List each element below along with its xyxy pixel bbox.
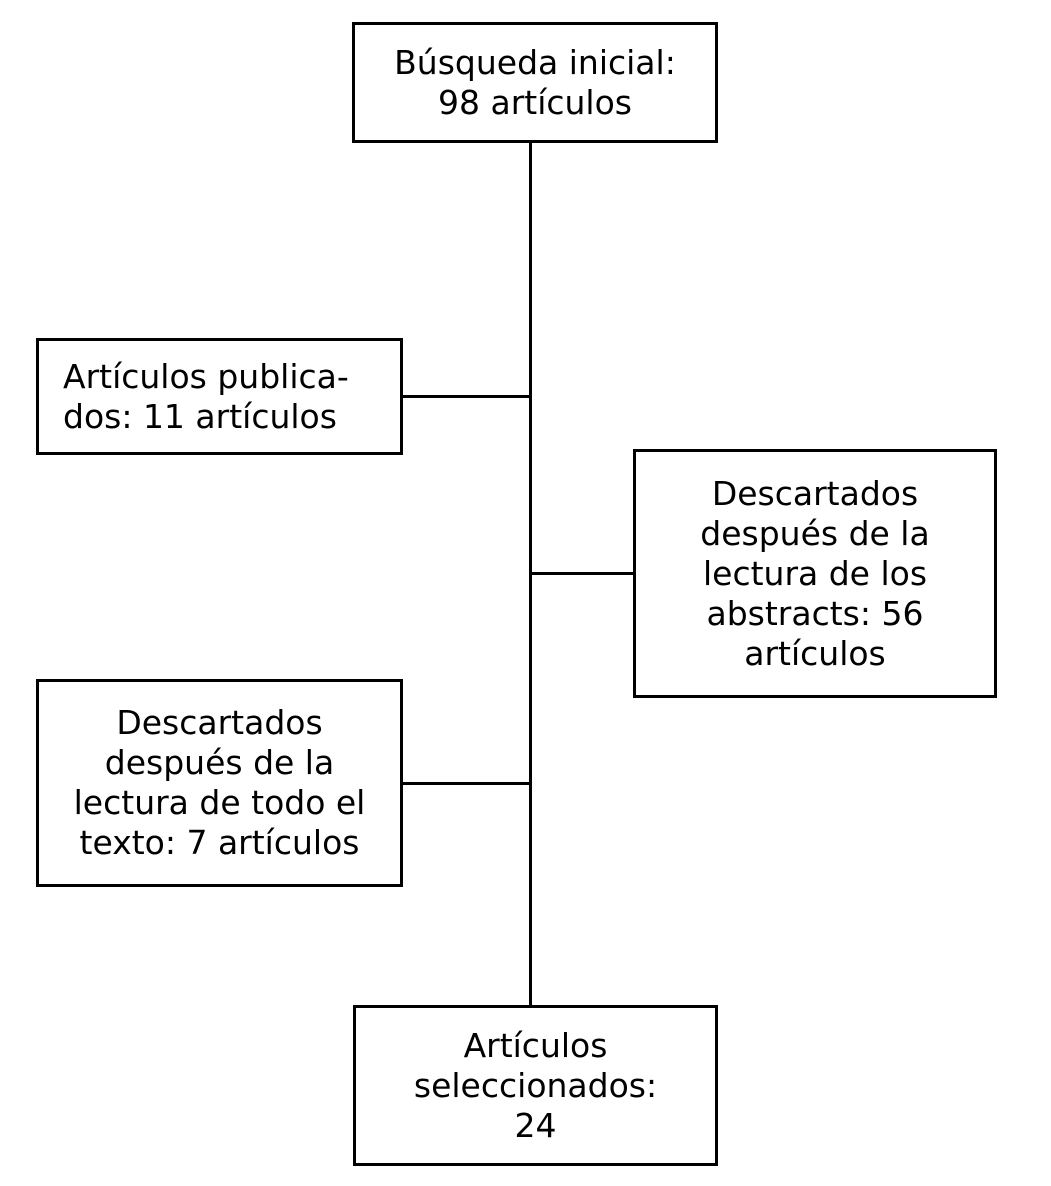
flow-box-discarded-after-abstracts: Descartados después de la lectura de los… bbox=[633, 449, 997, 698]
flow-box-initial-search-label: Búsqueda inicial: 98 artículos bbox=[394, 42, 676, 122]
flow-box-discarded-after-abstracts-label: Descartados después de la lectura de los… bbox=[700, 473, 930, 673]
flow-box-initial-search: Búsqueda inicial: 98 artículos bbox=[352, 22, 718, 143]
connector-discarded-fulltext-branch bbox=[403, 782, 529, 785]
connector-vertical-spine bbox=[529, 143, 532, 1005]
flow-box-published-articles-label: Artículos publica- dos: 11 artículos bbox=[63, 356, 349, 436]
flow-box-published-articles: Artículos publica- dos: 11 artículos bbox=[36, 338, 403, 455]
flow-box-discarded-after-full-text: Descartados después de la lectura de tod… bbox=[36, 679, 403, 887]
flow-box-selected-articles-label: Artículos seleccionados: 24 bbox=[413, 1025, 658, 1145]
connector-published-branch bbox=[403, 395, 529, 398]
connector-discarded-abstracts-branch bbox=[532, 572, 633, 575]
flow-box-selected-articles: Artículos seleccionados: 24 bbox=[353, 1005, 718, 1166]
flow-box-discarded-after-full-text-label: Descartados después de la lectura de tod… bbox=[73, 703, 366, 862]
